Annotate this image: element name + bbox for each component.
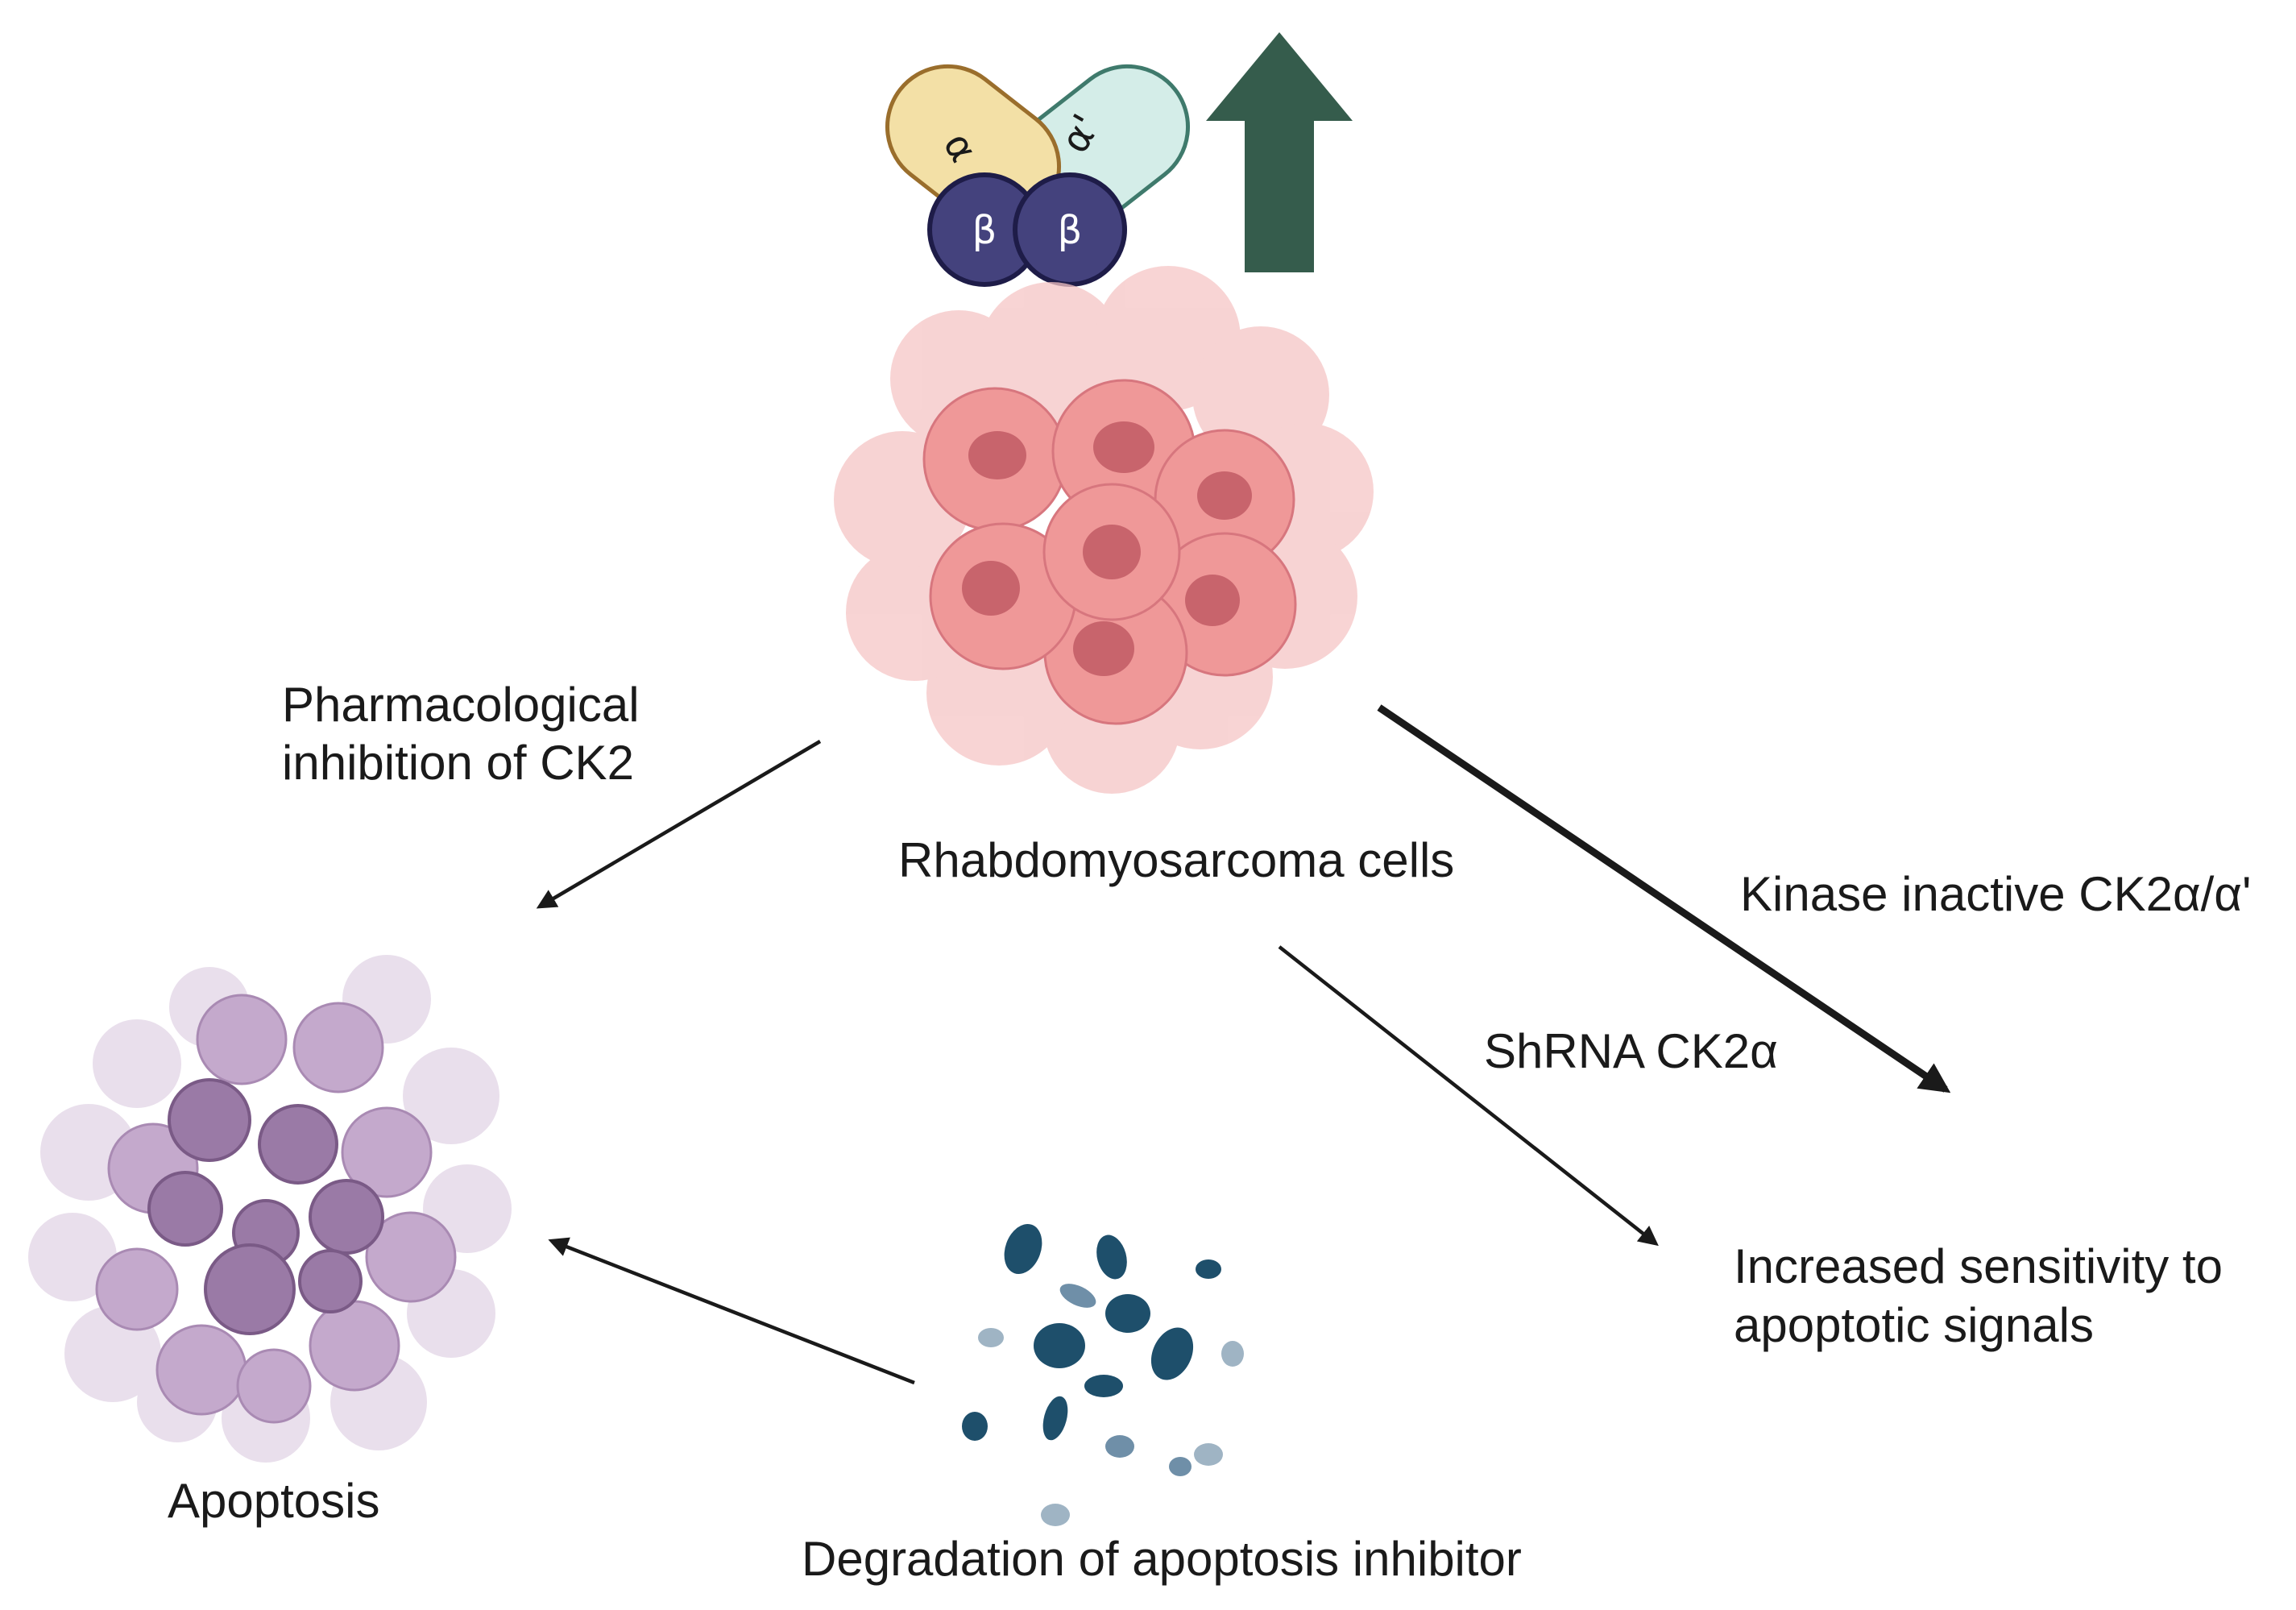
ck2-beta-subunit-2: β xyxy=(1013,172,1127,287)
kinase-inactive-label: Kinase inactive CK2α/α' xyxy=(1740,867,2251,921)
beta-label-2: β xyxy=(1058,208,1083,253)
apoptotic-cell-icon xyxy=(28,955,512,1463)
tumor-cell-cluster-icon xyxy=(834,266,1374,794)
sensitivity-label-line2: apoptotic signals xyxy=(1734,1298,2094,1352)
rms-cells-label: Rhabdomyosarcoma cells xyxy=(898,833,1454,887)
beta-label-1: β xyxy=(972,208,997,253)
arrow-kinase-inactive xyxy=(1377,704,1951,1093)
pharmacological-label-line2: inhibition of CK2 xyxy=(282,736,634,790)
shrna-label: ShRNA CK2α xyxy=(1484,1024,1778,1078)
arrow-shrna xyxy=(1278,945,1659,1247)
up-arrow-icon xyxy=(1206,32,1353,272)
arrow-degradation-to-apoptosis xyxy=(548,1237,915,1385)
sensitivity-label-line1: Increased sensitivity to xyxy=(1734,1239,2223,1293)
ck2-beta-subunit-1: β xyxy=(927,172,1042,287)
degradation-label: Degradation of apoptosis inhibitor xyxy=(802,1532,1522,1586)
arrow-pharmacological-inhibition xyxy=(536,740,822,909)
pharmacological-label-line1: Pharmacological xyxy=(282,678,640,732)
apoptosis-label: Apoptosis xyxy=(168,1474,380,1528)
ck2-holoenzyme-icon: α' α β β xyxy=(885,64,1191,287)
protein-fragments-icon xyxy=(962,1224,1244,1526)
